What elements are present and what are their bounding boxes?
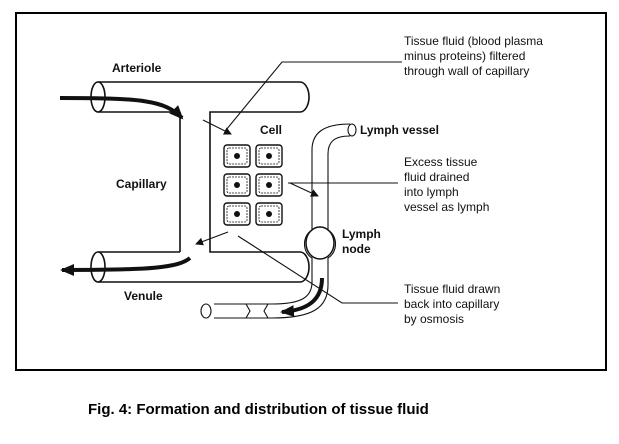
annotation-osmosis: Tissue fluid drawn back into capillary b… [404,282,504,326]
lymph-vessel-end [347,123,357,137]
drainage-arrow [289,182,319,197]
blood-flow-out-arrow [60,256,192,276]
diagram-frame [15,12,607,371]
label-capillary: Capillary [116,177,167,191]
tissue-cells [223,144,283,226]
figure-caption: Fig. 4: Formation and distribution of ti… [88,401,429,418]
cell [255,173,283,197]
annotation-filtered: Tissue fluid (blood plasma minus protein… [404,34,546,78]
capillary-vessel [90,81,310,283]
label-cell: Cell [260,123,282,137]
venule-opening [90,251,106,283]
filtration-arrow [202,119,232,135]
blood-flow-in-arrow [59,96,184,120]
lymph-node [305,226,335,260]
cell [223,202,251,226]
cell [255,202,283,226]
lymph-flow-arrow [280,277,324,318]
lymph-vessel [200,123,357,319]
osmosis-arrow [195,231,229,246]
lymph-vessel-opening [200,303,212,319]
cell [223,144,251,168]
label-venule: Venule [124,289,163,303]
annotation-drained: Excess tissue fluid drained into lymph v… [404,155,489,214]
cell [223,173,251,197]
leader-filtered [225,61,402,131]
leader-osmosis [237,235,398,304]
cell [255,144,283,168]
label-lymph-node-line2: node [342,242,371,256]
label-lymph-node-line1: Lymph [342,227,381,241]
label-lymph-vessel: Lymph vessel [360,123,439,137]
label-arteriole: Arteriole [112,61,162,75]
